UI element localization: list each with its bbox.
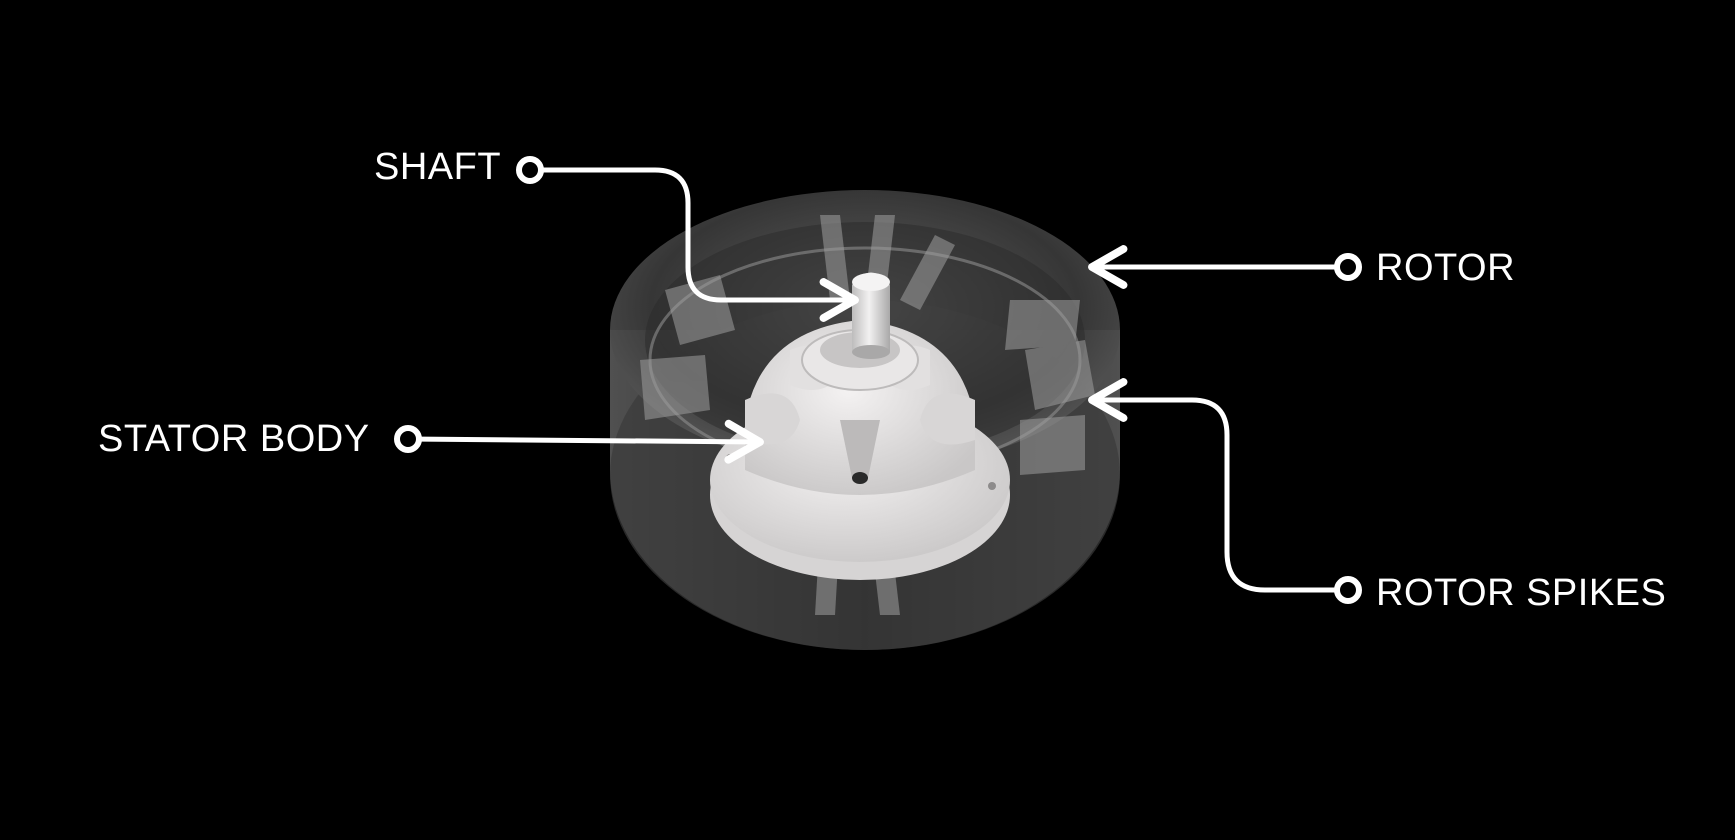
shaft (852, 272, 890, 359)
rotor-spikes-callout-dot (1334, 576, 1362, 604)
label-rotor: ROTOR (1376, 247, 1516, 289)
rotor-callout-dot (1334, 253, 1362, 281)
stator-body (710, 320, 1010, 580)
rotor-spikes-callout-line (1088, 378, 1351, 593)
shaft-callout-dot (516, 156, 544, 184)
stator-callout-line (405, 419, 764, 464)
label-stator-body: STATOR BODY (98, 418, 370, 460)
shaft-callout-line (527, 167, 859, 322)
stator-callout-dot (394, 425, 422, 453)
callout-dots (394, 156, 1362, 604)
callout-lines (405, 167, 1351, 593)
label-shaft: SHAFT (374, 146, 502, 188)
label-rotor-spikes: ROTOR SPIKES (1376, 572, 1667, 614)
